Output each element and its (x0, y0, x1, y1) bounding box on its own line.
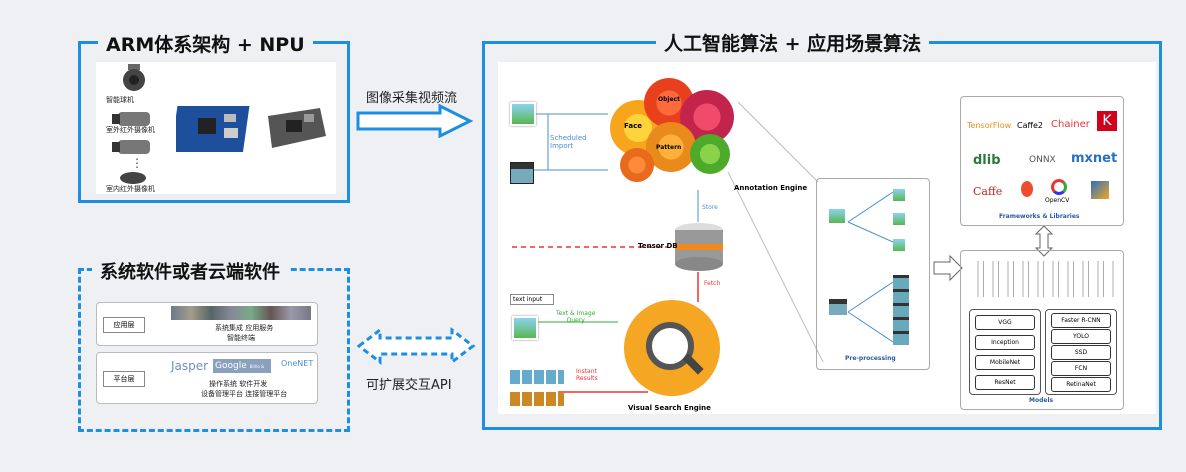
model-resnet: ResNet (975, 375, 1035, 390)
onnx-logo: ONNX (1029, 155, 1056, 165)
database-icon (675, 223, 723, 271)
visual-search-engine-label: Visual Search Engine (628, 404, 711, 412)
platform-layer-panel: 平台层 Jasper Google Brillo & Weave OneNET … (96, 352, 318, 404)
caffe2-logo: Caffe2 (1017, 121, 1044, 130)
pipeline-canvas: Scheduled Import Face Object Pattern Ann… (498, 62, 1156, 414)
system-box (78, 268, 350, 432)
store-label: Store (702, 204, 718, 211)
preprocess-crop-icon-2 (893, 213, 905, 225)
magnifier-circle-icon (624, 300, 720, 396)
annotation-engine-label: Annotation Engine (734, 184, 808, 192)
arm-title: ARM体系架构 + NPU (98, 30, 313, 57)
npu-board-icon (268, 108, 326, 148)
model-mobilenet: MobileNet (975, 355, 1035, 370)
brain-gears-icon: Face Object Pattern (606, 76, 736, 186)
bullet-camera-icon (112, 112, 150, 126)
gear-icon (620, 148, 654, 182)
google-logo: Google Brillo & Weave (213, 359, 271, 384)
model-inception: Inception (975, 335, 1035, 350)
cam-label-1: 智能球机 (106, 96, 134, 104)
dome-camera-icon (123, 64, 145, 91)
google-logo-sub: Brillo & Weave (215, 364, 265, 384)
gear-label-pattern: Pattern (656, 144, 682, 151)
model-ssd: SSD (1051, 345, 1111, 360)
arm-board-icon (176, 106, 250, 152)
google-logo-text: Google (215, 361, 247, 371)
preprocess-crop-icon (893, 189, 905, 201)
model-retinanet: RetinaNet (1051, 377, 1111, 392)
models-panel: VGG Inception MobileNet ResNet Faster R-… (960, 250, 1124, 410)
app-line-2: 智能终端 (227, 334, 255, 342)
image-thumbnail-icon (510, 102, 536, 126)
model-yolo: YOLO (1051, 329, 1111, 344)
query-image-icon (512, 316, 538, 340)
frameworks-label: Frameworks & Libraries (999, 213, 1080, 220)
bullet-camera-icon-2 (112, 140, 150, 154)
gear-icon (646, 122, 696, 172)
tensorflow-logo: TensorFlow (967, 121, 1012, 130)
plat-line-2: 设备管理平台 连接管理平台 (201, 390, 288, 398)
preprocess-crop-icon-3 (893, 239, 905, 251)
cube-icon (1091, 181, 1109, 199)
gear-label-face: Face (624, 122, 642, 130)
instant-results-label: Instant Results (576, 368, 598, 382)
cam-label-2: 室外红外摄像机 (106, 126, 155, 134)
jasper-logo: Jasper (171, 359, 209, 373)
api-label: 可扩展交互API (366, 378, 452, 393)
preprocessing-label: Pre-processing (845, 355, 896, 362)
query-label: Text & Image Query (556, 310, 596, 324)
scheduled-import-label: Scheduled Import (550, 134, 587, 150)
dlib-logo: dlib (973, 153, 1001, 168)
app-line-1: 系统集成 应用服务 (215, 324, 274, 332)
frameworks-panel: TensorFlow Caffe2 Chainer K dlib ONNX mx… (960, 96, 1124, 226)
fetch-label: Fetch (704, 280, 721, 287)
models-label: Models (1029, 397, 1054, 404)
keras-logo: K (1097, 111, 1117, 131)
indoor-camera-icon (120, 172, 146, 184)
model-vgg: VGG (975, 315, 1035, 330)
tensor-db-label: Tensor DB (638, 242, 678, 250)
api-double-arrow (356, 326, 476, 366)
plat-line-1: 操作系统 软件开发 (209, 380, 268, 388)
network-diagram (969, 261, 1115, 297)
system-title: 系统软件或者云端软件 (92, 258, 288, 284)
chainer-logo: Chainer (1051, 119, 1090, 130)
cam-label-3: 室内红外摄像机 (106, 185, 155, 193)
pipeline-lines (512, 101, 1054, 393)
dots: ⋮ (131, 156, 143, 170)
torch-flame-icon (1021, 181, 1033, 197)
mxnet-logo: mxnet (1071, 151, 1118, 166)
arm-image-panel: 智能球机 室外红外摄像机 ⋮ 室内红外摄像机 (96, 62, 336, 194)
text-input-box[interactable]: text input (510, 294, 554, 305)
preprocessing-panel: Pre-processing (816, 178, 930, 370)
app-layer-label: 应用层 (103, 317, 145, 333)
platform-layer-label: 平台层 (103, 371, 145, 387)
model-fcn: FCN (1051, 361, 1111, 376)
preprocess-video-icon (829, 299, 847, 315)
app-layer-panel: 应用层 系统集成 应用服务 智能终端 (96, 302, 318, 346)
preprocess-image-icon (829, 209, 845, 223)
video-clapper-icon (510, 162, 534, 184)
models-right-group (1045, 309, 1117, 395)
video-flow-label: 图像采集视频流 (366, 91, 458, 106)
caffe-logo: Caffe (973, 185, 1003, 198)
video-flow-arrow (356, 104, 474, 138)
ai-title: 人工智能算法 + 应用场景算法 (656, 29, 930, 56)
results-video-thumbnails (510, 392, 564, 406)
opencv-rings-icon (1051, 179, 1067, 195)
results-thumbnails (510, 370, 564, 384)
onenet-logo: OneNET (281, 359, 314, 368)
gear-label-object: Object (658, 96, 680, 103)
film-strip-icon (893, 275, 909, 345)
app-thumbnails (171, 306, 311, 320)
gear-icon (690, 134, 730, 174)
model-faster-rcnn: Faster R-CNN (1051, 313, 1111, 328)
opencv-logo: OpenCV (1045, 197, 1070, 204)
models-left-group (969, 309, 1041, 395)
